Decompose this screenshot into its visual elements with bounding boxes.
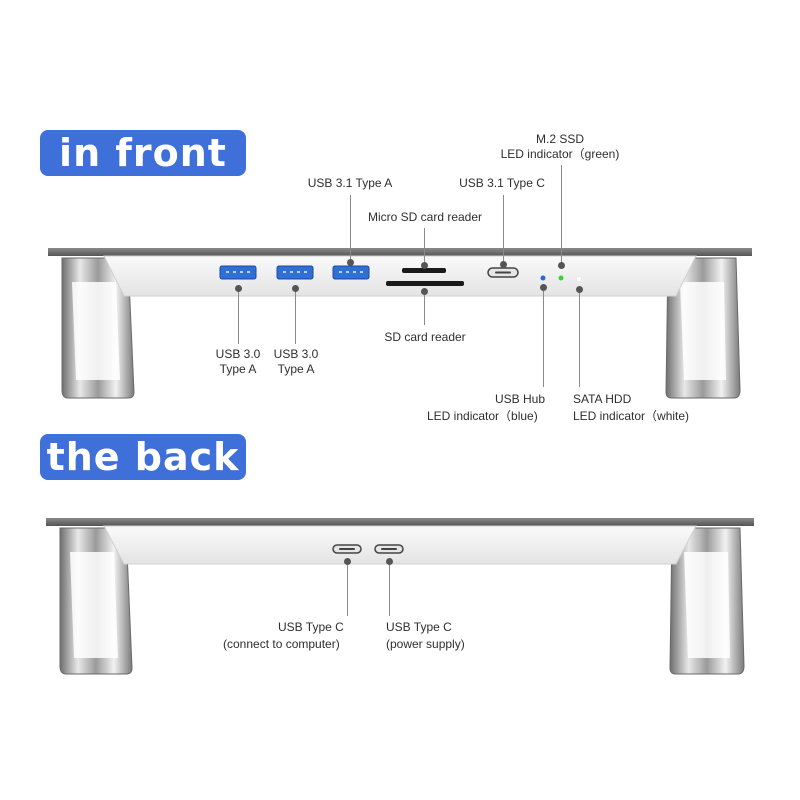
label-usb31-type-c: USB 3.1 Type C	[459, 176, 545, 190]
label-sata-title: SATA HDD	[573, 392, 632, 406]
leader-m2-ssd	[561, 165, 562, 268]
leader-dot-usb30-a1	[235, 285, 242, 292]
leader-dot-usb-hub	[540, 284, 547, 291]
leader-dot-typec-computer	[344, 558, 351, 565]
back-section-title: the back	[40, 434, 246, 480]
leader-usb31-type-c	[503, 195, 504, 267]
label-usb30-a1-sub: Type A	[219, 362, 257, 376]
leader-sd-card	[424, 293, 425, 325]
leader-dot-micro-sd	[421, 262, 428, 269]
right-leg	[665, 257, 741, 399]
leader-usb30-a1	[238, 289, 239, 344]
leader-usb31-type-a	[350, 195, 351, 265]
leader-dot-usb30-a2	[292, 285, 299, 292]
front-stand-illustration	[48, 248, 752, 399]
leader-dot-usb31-type-c	[500, 261, 507, 268]
label-typec-power-sub: (power supply)	[386, 637, 465, 651]
label-usb30-a2-title: USB 3.0	[273, 347, 319, 361]
label-sd-card: SD card reader	[384, 330, 466, 344]
leader-typec-computer	[347, 563, 348, 616]
leader-usb-hub	[543, 288, 544, 387]
label-usb31-type-a: USB 3.1 Type A	[307, 176, 393, 190]
leader-dot-sata	[576, 286, 583, 293]
front-section-title: in front	[40, 130, 246, 176]
left-leg	[61, 257, 135, 399]
leader-dot-typec-power	[386, 558, 393, 565]
label-usb-hub-title: USB Hub	[495, 392, 546, 406]
leader-sata	[579, 290, 580, 387]
leader-dot-m2-ssd	[558, 262, 565, 269]
leader-typec-power	[389, 563, 390, 616]
leader-usb30-a2	[295, 289, 296, 344]
label-typec-computer-sub: (connect to computer)	[223, 637, 340, 651]
leader-dot-usb31-type-a	[347, 259, 354, 266]
label-typec-power-title: USB Type C	[386, 620, 452, 634]
label-m2-ssd-sub: LED indicator（green)	[500, 147, 620, 161]
label-micro-sd: Micro SD card reader	[367, 210, 483, 224]
label-usb30-a2-sub: Type A	[277, 362, 315, 376]
label-usb-hub-sub: LED indicator（blue)	[427, 409, 538, 423]
back-stand-illustration	[46, 518, 754, 675]
label-sata-sub: LED indicator（white)	[573, 409, 690, 423]
label-usb30-a1-title: USB 3.0	[215, 347, 261, 361]
leader-micro-sd	[424, 228, 425, 268]
label-typec-computer-title: USB Type C	[278, 620, 344, 634]
leader-dot-sd-card	[421, 288, 428, 295]
label-m2-ssd-title: M.2 SSD	[535, 132, 585, 146]
